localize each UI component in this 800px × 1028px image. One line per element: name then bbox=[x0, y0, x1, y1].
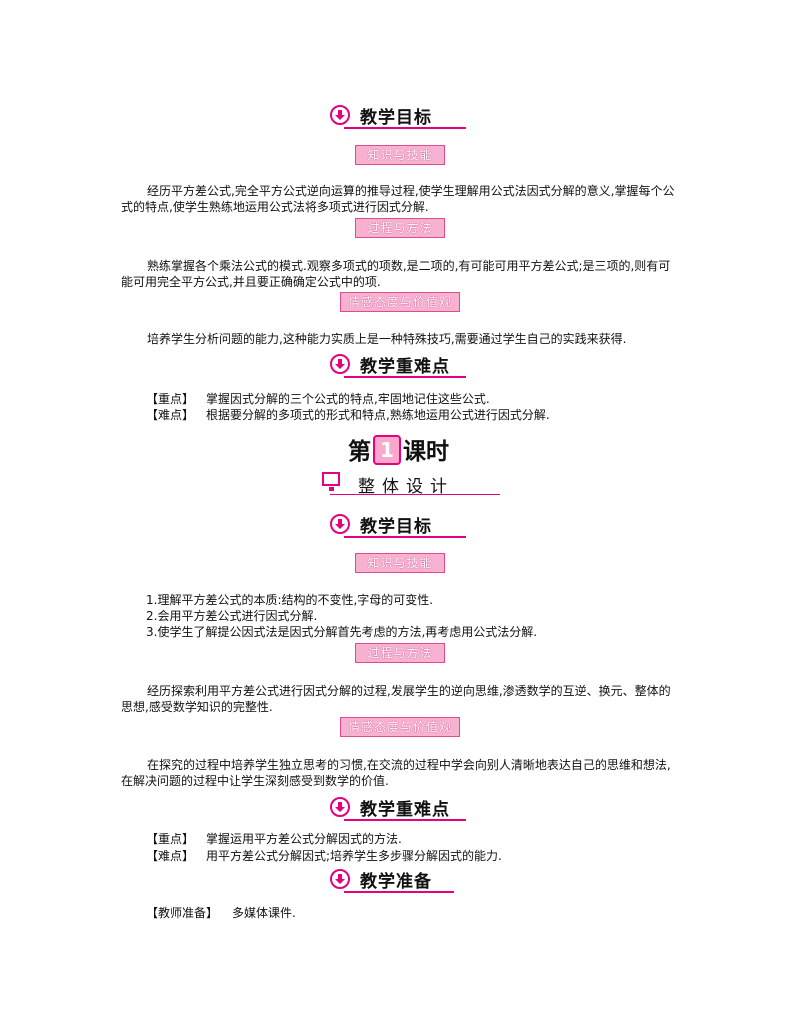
knowledge-paragraph: 经历平方差公式,完全平方公式逆向运算的推导过程,使学生理解用公式法因式分解的意义… bbox=[121, 184, 675, 214]
tag-emotion-values-2: 情感态度与价值观 bbox=[340, 717, 460, 737]
section-heading-goal-2: 教学目标 bbox=[330, 512, 470, 540]
difficulty-text: 根据要分解的多项式的形式和特点,熟练地运用公式进行因式分解. bbox=[206, 408, 550, 422]
process-paragraph-2: 经历探索利用平方差公式进行因式分解的过程,发展学生的逆向思维,渗透数学的互逆、换… bbox=[121, 684, 671, 714]
knowledge-item-3: 3.使学生了解提公因式法是因式分解首先考虑的方法,再考虑用公式法分解. bbox=[146, 625, 538, 639]
heading-underline bbox=[344, 891, 454, 893]
overall-design-underline bbox=[330, 494, 500, 495]
monitor-icon bbox=[322, 472, 340, 491]
down-arrow-icon bbox=[330, 354, 350, 374]
heading-title: 教学目标 bbox=[360, 108, 432, 128]
lesson-title-prefix: 第 bbox=[348, 439, 371, 465]
knowledge-item-2: 2.会用平方差公式进行因式分解. bbox=[146, 609, 318, 623]
tag-process-method: 过程与方法 bbox=[355, 218, 445, 238]
heading-title: 教学准备 bbox=[360, 872, 432, 892]
difficulty-label-2: 【难点】 bbox=[146, 849, 195, 863]
heading-title: 教学目标 bbox=[360, 517, 432, 537]
heading-underline bbox=[344, 127, 466, 129]
teacher-prep-label: 【教师准备】 bbox=[146, 906, 219, 920]
key-point-label-2: 【重点】 bbox=[146, 832, 195, 846]
down-arrow-icon bbox=[330, 514, 350, 534]
section-heading-key-2: 教学重难点 bbox=[330, 795, 470, 823]
difficulty-label: 【难点】 bbox=[146, 408, 195, 422]
process-paragraph: 熟练掌握各个乘法公式的模式.观察多项式的项数,是二项的,有可能可用平方差公式;是… bbox=[121, 259, 671, 289]
section-heading-goal: 教学目标 bbox=[330, 103, 470, 131]
heading-underline bbox=[344, 376, 466, 378]
tag-process-method-2: 过程与方法 bbox=[355, 643, 445, 663]
heading-underline bbox=[344, 536, 466, 538]
tag-emotion-values: 情感态度与价值观 bbox=[340, 292, 460, 312]
tag-knowledge-skills-2: 知识与技能 bbox=[355, 553, 445, 573]
teacher-prep-text: 多媒体课件. bbox=[232, 906, 296, 920]
overall-design-text: 整体设计 bbox=[358, 477, 454, 497]
emotion-paragraph-2: 在探究的过程中培养学生独立思考的习惯,在交流的过程中学会向别人清晰地表达自己的思… bbox=[121, 758, 671, 788]
knowledge-item-1: 1.理解平方差公式的本质:结构的不变性,字母的可变性. bbox=[146, 593, 434, 607]
tag-knowledge-skills: 知识与技能 bbox=[355, 145, 445, 165]
heading-underline bbox=[344, 819, 466, 821]
difficulty-text-2: 用平方差公式分解因式;培养学生多步骤分解因式的能力. bbox=[206, 849, 502, 863]
down-arrow-icon bbox=[330, 869, 350, 889]
key-point-text: 掌握因式分解的三个公式的特点,牢固地记住这些公式. bbox=[206, 392, 490, 406]
key-point-text-2: 掌握运用平方差公式分解因式的方法. bbox=[206, 832, 402, 846]
section-heading-prep: 教学准备 bbox=[330, 867, 470, 895]
emotion-paragraph: 培养学生分析问题的能力,这种能力实质上是一种特殊技巧,需要通过学生自己的实践来获… bbox=[147, 332, 627, 346]
down-arrow-icon bbox=[330, 797, 350, 817]
lesson-title-suffix: 课时 bbox=[403, 439, 449, 465]
section-heading-key: 教学重难点 bbox=[330, 352, 470, 380]
overall-design-heading: 整体设计 bbox=[322, 472, 502, 497]
lesson-number-badge: 1 bbox=[373, 435, 401, 465]
heading-title: 教学重难点 bbox=[360, 800, 450, 820]
heading-title: 教学重难点 bbox=[360, 357, 450, 377]
down-arrow-icon bbox=[330, 105, 350, 125]
key-point-label: 【重点】 bbox=[146, 392, 195, 406]
